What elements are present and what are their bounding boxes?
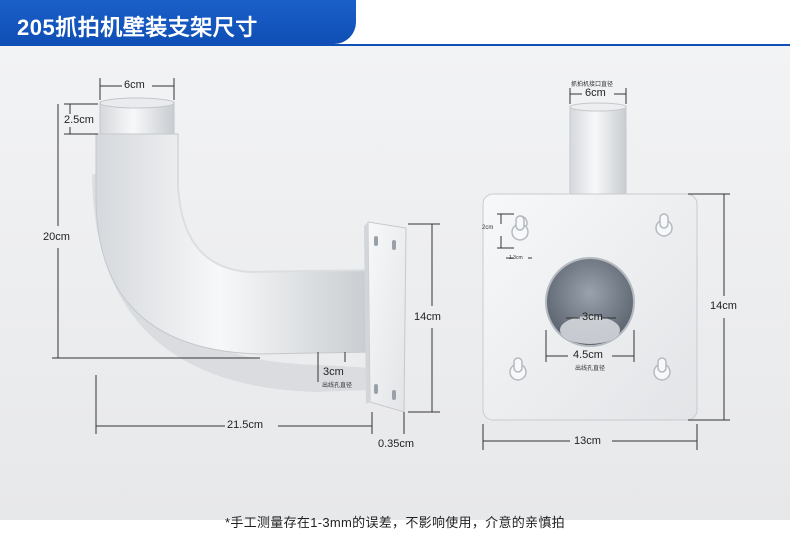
header-divider (0, 44, 790, 46)
dim-inner-hole: 3cm (582, 311, 603, 323)
left-outlet-caption: 出线孔直径 (322, 383, 353, 389)
right-outlet-caption: 出线孔直径 (575, 366, 606, 372)
dim-plate-thickness: 0.35cm (378, 438, 415, 450)
dim-outer-hole: 4.5cm (573, 349, 603, 361)
dim-slot-height: 2cm (482, 225, 494, 231)
dim-collar-height: 2.5cm (64, 114, 94, 126)
dim-total-depth: 21.5cm (227, 419, 264, 431)
dim-total-height: 20cm (43, 231, 70, 243)
dim-slot-width: 1.3cm (509, 255, 523, 261)
header-banner: 205抓拍机壁装支架尺寸 (0, 0, 356, 44)
dim-left-outlet: 3cm (323, 366, 344, 378)
dim-plate-width: 13cm (574, 435, 601, 447)
front-view-bracket (482, 102, 698, 421)
side-view-dimensions (52, 78, 440, 434)
interface-caption: 抓拍机接口直径 (571, 82, 614, 88)
dim-right-plate-height: 14cm (710, 300, 737, 312)
dim-interface-diameter: 6cm (585, 87, 606, 99)
front-view-dimensions (482, 88, 730, 450)
side-view-bracket (92, 97, 407, 413)
dim-pipe-diameter: 6cm (124, 79, 145, 91)
dim-left-plate-height: 14cm (414, 311, 441, 323)
measurement-note: *手工测量存在1-3mm的误差，不影响使用，介意的亲慎拍 (225, 515, 565, 530)
page-title: 205抓拍机壁装支架尺寸 (17, 15, 258, 40)
